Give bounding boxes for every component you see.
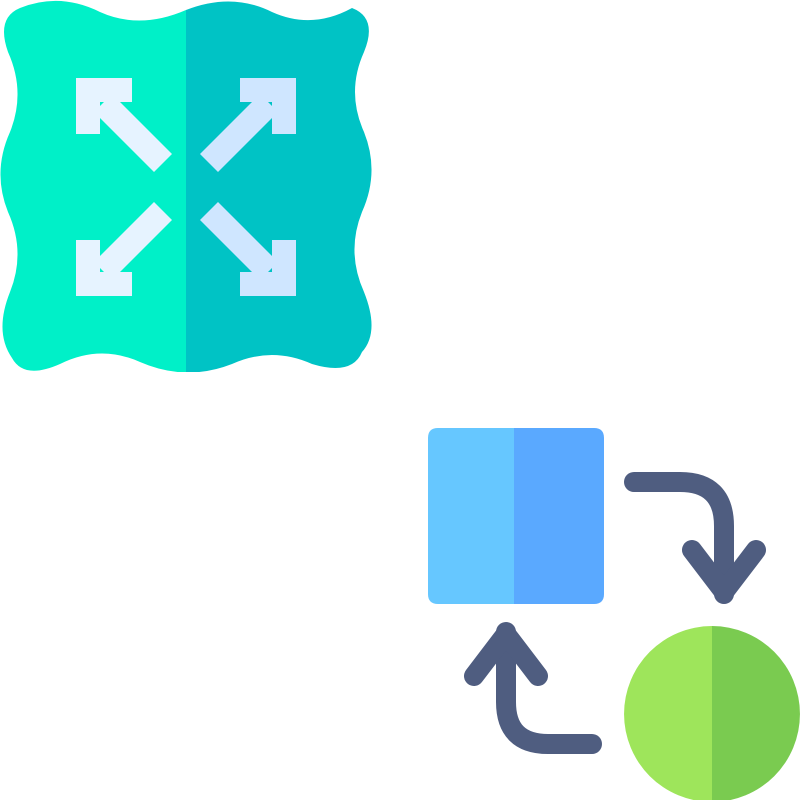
arrow-bottom-left-icon bbox=[76, 202, 172, 296]
arrow-bottom-right-icon bbox=[200, 202, 296, 296]
shape-transform-icon bbox=[428, 420, 800, 800]
arrow-top-right-icon bbox=[200, 78, 296, 172]
fabric-expand-icon bbox=[0, 0, 372, 372]
square-shape-icon bbox=[428, 428, 604, 604]
fabric-expand-svg bbox=[0, 0, 372, 372]
fabric-right-half bbox=[186, 0, 372, 372]
arrow-top-left-icon bbox=[76, 78, 172, 172]
circle-shape-icon bbox=[624, 626, 800, 800]
cycle-arrow-down-icon bbox=[624, 472, 766, 604]
fabric-left-half bbox=[0, 0, 186, 372]
cycle-arrow-up-icon bbox=[464, 622, 602, 754]
shape-transform-svg bbox=[428, 428, 800, 800]
